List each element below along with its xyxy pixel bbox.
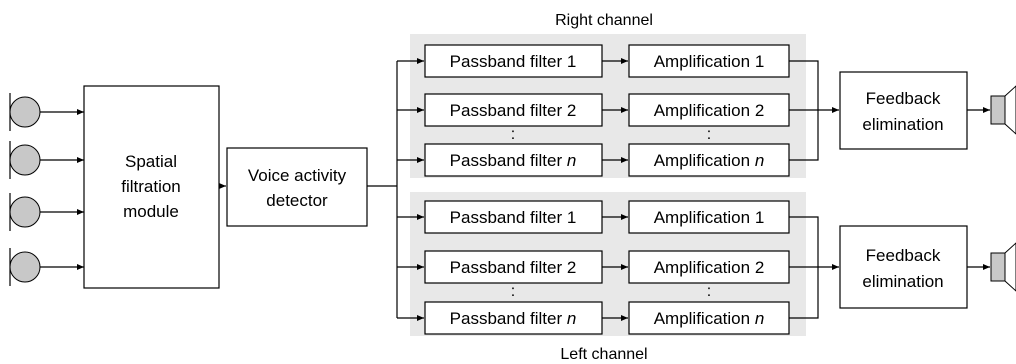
right-speaker-icon xyxy=(990,85,1016,135)
spatial-label-line-2: filtration xyxy=(121,177,181,196)
right-feedback-line-2: elimination xyxy=(862,115,943,134)
left-amp-1-label: Amplification 1 xyxy=(654,208,765,227)
right-channel-caption: Right channel xyxy=(555,12,653,29)
left-amp-ellipsis: : xyxy=(707,283,711,300)
right-amplification-2: Amplification 2 xyxy=(628,93,790,127)
right-passband-filter-2: Passband filter 2 xyxy=(424,93,603,127)
vad-label-line-2: detector xyxy=(266,191,328,210)
left-amplification-2: Amplification 2 xyxy=(628,250,790,284)
right-filter-2-label: Passband filter 2 xyxy=(450,101,577,120)
left-speaker-icon xyxy=(990,242,1016,292)
left-amp-2-label: Amplification 2 xyxy=(654,258,765,277)
microphone-4 xyxy=(9,248,84,286)
spatial-label-line-3: module xyxy=(123,202,179,221)
microphone-1 xyxy=(9,93,84,131)
left-feedback-line-2: elimination xyxy=(862,272,943,291)
spatial-label-line-1: Spatial xyxy=(125,152,177,171)
microphone-2 xyxy=(9,141,84,179)
right-filter-ellipsis: : xyxy=(511,126,515,143)
right-amp-1-label: Amplification 1 xyxy=(654,52,765,71)
vad-label-line-1: Voice activity xyxy=(248,166,347,185)
voice-activity-detector: Voice activity detector xyxy=(226,147,368,227)
left-passband-filter-1: Passband filter 1 xyxy=(424,200,603,234)
left-amplification-1: Amplification 1 xyxy=(628,200,790,234)
left-passband-filter-2: Passband filter 2 xyxy=(424,250,603,284)
right-amplification-1: Amplification 1 xyxy=(628,44,790,78)
right-passband-filter-n: Passband filter n xyxy=(424,143,603,177)
right-filter-n-label: Passband filter n xyxy=(450,151,577,170)
microphone-3 xyxy=(9,193,84,231)
left-amplification-n: Amplification n xyxy=(628,301,790,335)
spatial-filtration-module: Spatial filtration module xyxy=(83,85,220,289)
right-filter-1-label: Passband filter 1 xyxy=(450,52,577,71)
left-amp-n-label: Amplification n xyxy=(654,309,765,328)
right-amplification-n: Amplification n xyxy=(628,143,790,177)
left-channel-caption: Left channel xyxy=(560,346,647,363)
left-feedback-elimination: Feedback elimination xyxy=(839,225,968,309)
left-filter-1-label: Passband filter 1 xyxy=(450,208,577,227)
left-passband-filter-n: Passband filter n xyxy=(424,301,603,335)
right-amp-n-label: Amplification n xyxy=(654,151,765,170)
left-filter-ellipsis: : xyxy=(511,283,515,300)
left-filter-2-label: Passband filter 2 xyxy=(450,258,577,277)
left-filter-n-label: Passband filter n xyxy=(450,309,577,328)
right-feedback-line-1: Feedback xyxy=(866,89,941,108)
right-feedback-elimination: Feedback elimination xyxy=(839,71,968,150)
right-passband-filter-1: Passband filter 1 xyxy=(424,44,603,78)
right-amp-2-label: Amplification 2 xyxy=(654,101,765,120)
right-amp-ellipsis: : xyxy=(707,126,711,143)
left-feedback-line-1: Feedback xyxy=(866,246,941,265)
